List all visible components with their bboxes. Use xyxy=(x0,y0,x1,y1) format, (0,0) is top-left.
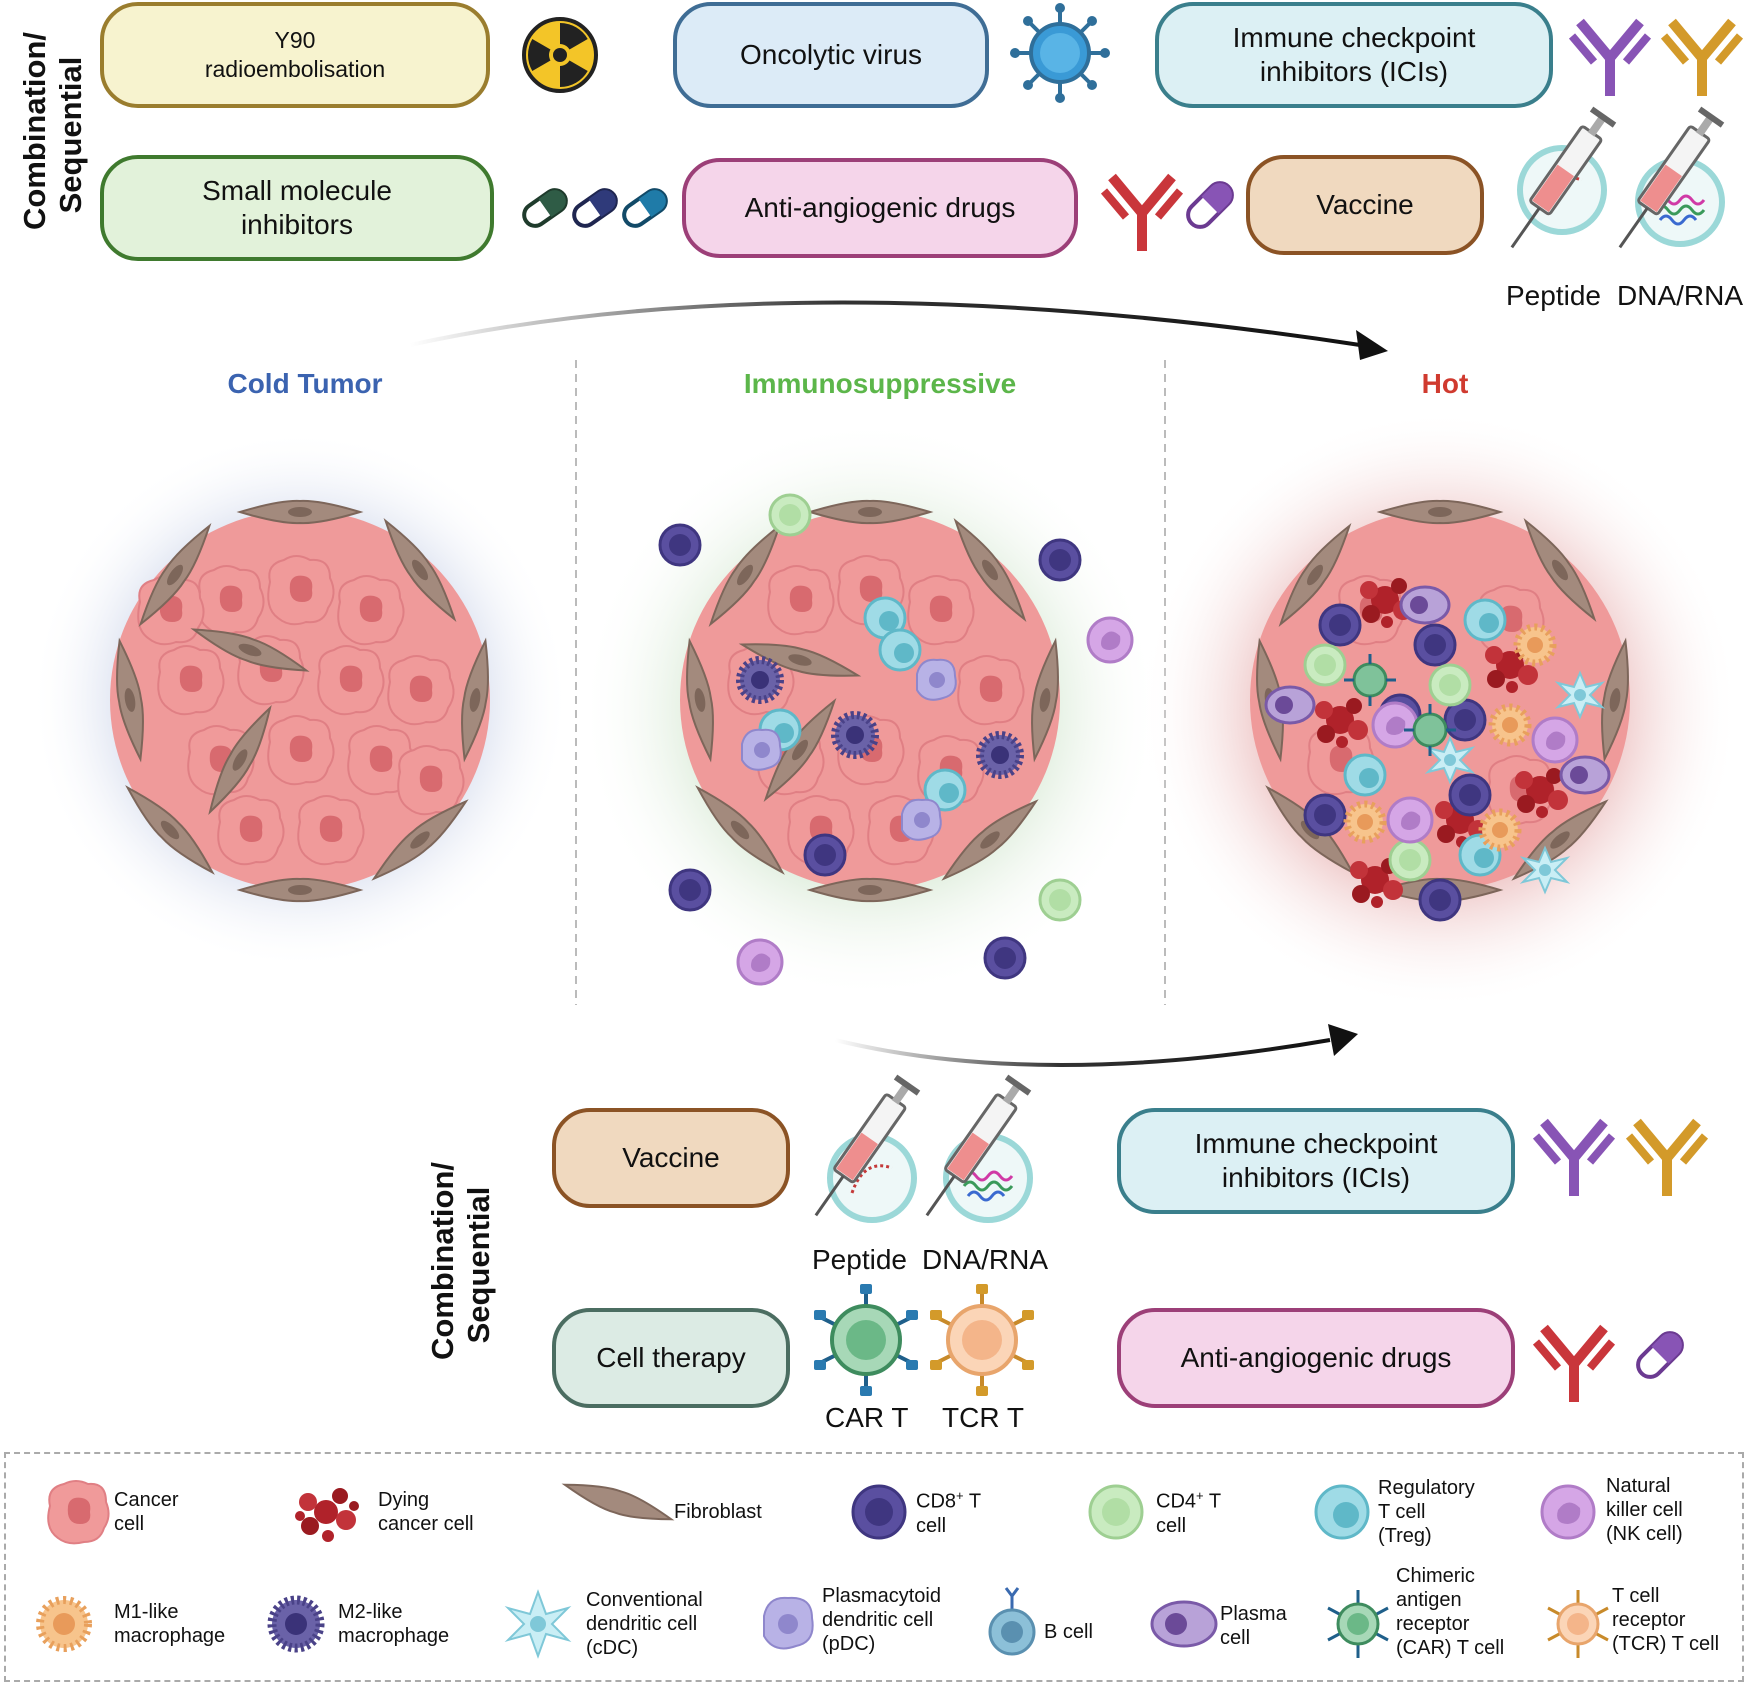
vaccine-top-pill: Vaccine xyxy=(1246,155,1484,255)
peptide-top-caption: Peptide xyxy=(1506,280,1601,311)
oncolytic-label: Oncolytic virus xyxy=(739,39,923,70)
antibody-gold-bottom-icon xyxy=(1625,1118,1709,1196)
legend-car-icon xyxy=(1327,1590,1389,1658)
legend-cd4-icon xyxy=(1088,1484,1144,1540)
antibody-gold-icon xyxy=(1660,18,1744,96)
legend-fibroblast-label: Fibroblast xyxy=(674,1501,762,1523)
bottom-combination-label: Combination/Sequential xyxy=(425,1162,505,1360)
immunosuppressive-tumor-group xyxy=(580,420,1160,1000)
hot-tumor-group xyxy=(1140,410,1740,1010)
capsule-purple-icon xyxy=(1186,181,1234,229)
peptide-syringe-bottom-icon xyxy=(814,1074,921,1223)
legend-b-cell-label: B cell xyxy=(1044,1621,1093,1643)
legend-nk-icon xyxy=(1540,1484,1596,1540)
antibody-purple-bottom-icon xyxy=(1532,1118,1616,1196)
antibody-red-icon xyxy=(1100,173,1184,251)
dna-rna-bottom-caption: DNA/RNA xyxy=(922,1244,1049,1275)
stage-hot-title: Hot xyxy=(1421,368,1469,399)
legend-icons xyxy=(36,1480,1609,1659)
virus-icon xyxy=(1010,3,1110,103)
cold-tumor-group xyxy=(30,430,570,970)
legend-plasma-icon xyxy=(1150,1600,1218,1648)
legend-fibroblast-icon xyxy=(561,1483,675,1521)
oncolytic-virus-pill: Oncolytic virus xyxy=(673,2,989,108)
legend-m2-icon xyxy=(267,1595,325,1653)
legend-cdc-icon xyxy=(504,1589,572,1659)
legend-cancer-cell-icon xyxy=(47,1480,110,1545)
cell-therapy-pill: Cell therapy xyxy=(552,1308,790,1408)
tcr-t-caption: TCR T xyxy=(942,1402,1024,1433)
anti-angiogenic-top-pill: Anti-angiogenic drugs xyxy=(682,158,1078,258)
dna-rna-top-caption: DNA/RNA xyxy=(1617,280,1744,311)
bottom-combination-label-text: Combination/Sequential xyxy=(425,1161,496,1360)
legend-tcr-icon xyxy=(1547,1590,1609,1658)
legend-b-cell-icon xyxy=(988,1587,1036,1656)
peptide-syringe-top-icon xyxy=(1510,106,1617,249)
stage-immunosuppressive-title: Immunosuppressive xyxy=(743,368,1017,399)
radiation-icon xyxy=(522,17,598,93)
anti-angiogenic-bottom-label: Anti-angiogenic drugs xyxy=(1180,1342,1452,1373)
dna-rna-syringe-top-icon xyxy=(1618,106,1725,249)
vaccine-bottom-label: Vaccine xyxy=(622,1142,720,1173)
antibody-red-bottom-icon xyxy=(1532,1324,1616,1402)
anti-angiogenic-top-label: Anti-angiogenic drugs xyxy=(744,192,1016,223)
antibody-purple-icon xyxy=(1568,18,1652,96)
vaccine-bottom-pill: Vaccine xyxy=(552,1108,790,1208)
dna-rna-syringe-bottom-icon xyxy=(925,1074,1033,1223)
vaccine-top-label: Vaccine xyxy=(1316,189,1414,220)
legend-pdc-icon xyxy=(763,1596,814,1650)
tcr-t-cell-icon xyxy=(930,1284,1034,1396)
car-t-cell-icon xyxy=(814,1284,918,1396)
pills-icon xyxy=(522,188,668,228)
legend-dying-cancer-cell-icon xyxy=(295,1488,359,1542)
cell-therapy-label: Cell therapy xyxy=(596,1342,746,1373)
peptide-bottom-caption: Peptide xyxy=(812,1244,907,1275)
capsule-purple-bottom-icon xyxy=(1636,1331,1684,1379)
anti-angiogenic-bottom-pill: Anti-angiogenic drugs xyxy=(1117,1308,1515,1408)
legend-m1-icon xyxy=(36,1596,92,1652)
stage-cold-title: Cold Tumor xyxy=(227,368,383,399)
legend-cd8-icon xyxy=(851,1484,907,1540)
legend-treg-icon xyxy=(1314,1484,1370,1540)
car-t-caption: CAR T xyxy=(825,1402,909,1433)
